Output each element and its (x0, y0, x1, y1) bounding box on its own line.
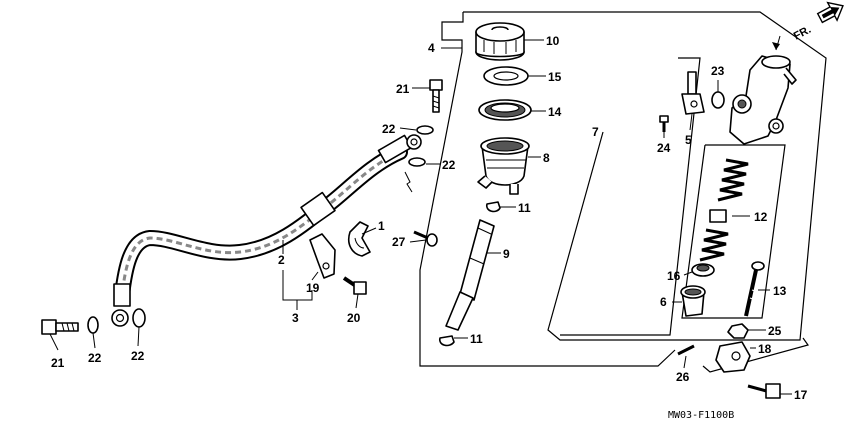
cotter-pin-26 (677, 344, 695, 356)
push-rod (681, 71, 705, 115)
callout-1: 1 (378, 219, 385, 233)
direction-label: FR. (792, 24, 813, 43)
callout-2: 2 (278, 253, 285, 267)
callout-7: 7 (592, 125, 599, 139)
callout-17: 17 (794, 388, 808, 402)
piston-6 (680, 285, 706, 317)
hose-clip-top (486, 201, 501, 213)
callout-11-top: 11 (518, 201, 531, 215)
screw-24 (659, 115, 669, 132)
callout-20: 20 (347, 311, 361, 325)
reservoir-screw (413, 230, 438, 247)
leader-20 (355, 293, 359, 309)
inner-kit-frame (560, 57, 701, 336)
sealing-washer-top-b (408, 157, 426, 167)
callout-26: 26 (676, 370, 690, 384)
callout-24: 24 (657, 141, 671, 155)
banjo-bolt-top (429, 79, 443, 113)
callout-22-bottom-b: 22 (131, 349, 145, 363)
clevis-18 (715, 341, 751, 373)
leader-19 (311, 271, 319, 281)
callout-18: 18 (758, 342, 772, 356)
reservoir-cap (475, 22, 525, 61)
callout-21-top: 21 (396, 82, 410, 96)
diaphragm (478, 99, 532, 121)
callout-19: 19 (306, 281, 320, 295)
callout-4: 4 (428, 41, 435, 55)
reservoir-tank (477, 137, 530, 195)
diagram-code: MW03-F1100B (668, 410, 734, 421)
master-cylinder-body (729, 35, 797, 145)
leader-16 (683, 271, 693, 276)
adjuster-rod (744, 261, 765, 317)
callout-6: 6 (660, 295, 667, 309)
banjo-bolt-bottom (41, 319, 79, 335)
brake-hose (111, 134, 422, 327)
callout-3: 3 (292, 311, 299, 325)
hose-clamp-1 (347, 221, 371, 257)
callout-22-top-a: 22 (382, 122, 396, 136)
leader-21b (49, 333, 59, 351)
callout-22-bottom-a: 22 (88, 351, 102, 365)
o-ring-23 (711, 91, 725, 109)
lock-nut-25 (727, 323, 749, 339)
sealing-washer-top-a (416, 125, 434, 135)
leader-22a (399, 127, 417, 131)
sealing-washer-bottom-b (132, 308, 146, 328)
sealing-washer-bottom-a (87, 316, 99, 334)
callout-25: 25 (768, 324, 782, 338)
leader-22d (137, 326, 140, 347)
piston-spring (699, 158, 749, 262)
callout-14: 14 (548, 105, 562, 119)
leader-26 (683, 355, 687, 369)
callout-15: 15 (548, 70, 562, 84)
master-cylinder-frame-7 (463, 11, 827, 341)
leader-27 (409, 239, 427, 243)
clevis-pin-17 (747, 383, 781, 399)
callout-13: 13 (773, 284, 787, 298)
reservoir-tube (445, 219, 495, 331)
piston-cup-16 (691, 263, 715, 277)
diaphragm-plate (483, 66, 529, 86)
lower-frame (702, 337, 809, 373)
forward-arrow-icon (816, 1, 844, 24)
piston-kit-frame-12 (681, 144, 786, 319)
callout-8: 8 (543, 151, 550, 165)
hose-clip-bottom (439, 335, 455, 347)
callout-23: 23 (711, 64, 725, 78)
callout-16: 16 (667, 269, 681, 283)
callout-9: 9 (503, 247, 510, 261)
callout-21-bottom: 21 (51, 356, 65, 370)
callout-27: 27 (392, 235, 406, 249)
hose-clamp-19 (309, 233, 336, 279)
leader-5 (689, 113, 693, 131)
reservoir-frame-4 (419, 12, 676, 367)
callout-22-top-b: 22 (442, 158, 456, 172)
callout-11-bottom: 11 (470, 332, 483, 346)
leader-22c (92, 332, 96, 349)
callout-10: 10 (546, 34, 560, 48)
callout-12: 12 (754, 210, 768, 224)
clamp-bolt-20 (342, 276, 367, 295)
leader-1 (361, 227, 377, 235)
callout-5: 5 (685, 133, 692, 147)
